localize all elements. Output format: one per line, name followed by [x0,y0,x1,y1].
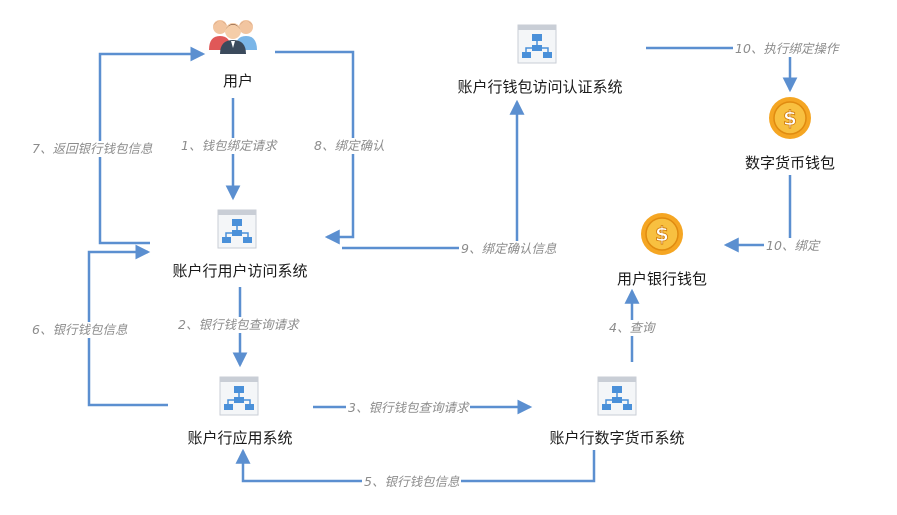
node-digital-wallet-label: 数字货币钱包 [744,154,836,172]
sitemap-icon [217,209,257,249]
sitemap-icon [219,376,259,416]
edge-5-label: 5、银行钱包信息 [362,474,462,490]
edge-9-arrow [342,99,525,250]
node-access-system-label: 账户行用户访问系统 [172,262,308,280]
sitemap-icon [517,24,557,64]
sitemap-icon [597,376,637,416]
node-user-label: 用户 [222,72,254,90]
edge-10a-label: 10、执行绑定操作 [733,41,841,57]
node-digital-currency-system-label: 账户行数字货币系统 [549,429,685,447]
node-app-system-label: 账户行应用系统 [187,429,293,447]
edge-6-label: 6、银行钱包信息 [30,322,130,338]
svg-text:$: $ [655,222,669,246]
dollar-coin-icon: $ [641,213,683,255]
edge-8-label: 8、绑定确认 [312,138,387,154]
edge-10b-arrow [723,175,792,253]
users-icon [209,20,257,54]
edge-10b-label: 10、绑定 [764,238,822,254]
edge-1-label: 1、钱包绑定请求 [179,138,279,154]
edge-7-label: 7、返回银行钱包信息 [30,141,155,157]
edge-3-label: 3、银行钱包查询请求 [346,400,471,416]
node-bank-wallet-label: 用户银行钱包 [616,270,708,288]
svg-text:$: $ [783,106,797,130]
edge-4-label: 4、查询 [607,320,657,336]
edge-2-label: 2、银行钱包查询请求 [176,317,301,333]
dollar-coin-icon: $ [769,97,811,139]
node-auth-system-label: 账户行钱包访问认证系统 [457,78,623,96]
edge-9-label: 9、绑定确认信息 [459,241,559,257]
